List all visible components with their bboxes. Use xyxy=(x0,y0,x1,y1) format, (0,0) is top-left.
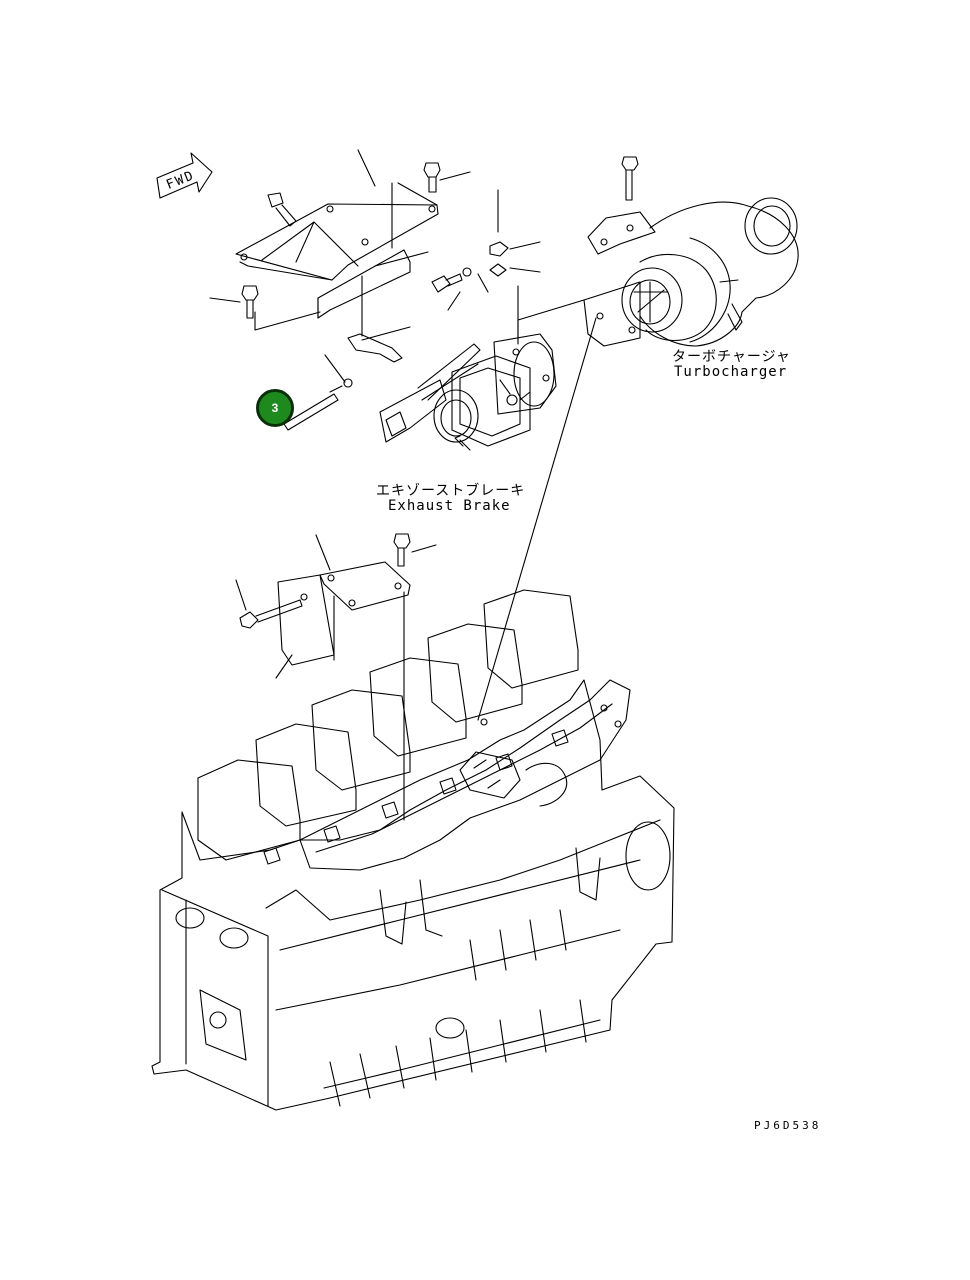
turbocharger xyxy=(583,197,799,347)
brake-bracket xyxy=(347,333,403,363)
bolt-middle xyxy=(431,273,463,293)
upper-cover-plate xyxy=(235,203,439,319)
lower-bolt-vertical xyxy=(393,533,411,567)
bolt-top-left xyxy=(267,192,297,227)
bolt-top-center xyxy=(423,162,441,193)
part-callout-marker[interactable]: 3 xyxy=(256,389,294,427)
drawing-code: PJ6D538 xyxy=(754,1119,822,1132)
turbo-bracket xyxy=(587,156,656,255)
callout-number: 3 xyxy=(271,401,279,415)
bolt-left xyxy=(241,285,259,319)
long-bolt xyxy=(283,378,353,431)
lower-bolt-angled xyxy=(239,599,303,629)
lower-heat-shield xyxy=(235,534,437,821)
engine-block xyxy=(151,589,675,1111)
turbocharger-label-jp: ターボチャージャ xyxy=(672,349,791,365)
exhaust-brake-label-en: Exhaust Brake xyxy=(388,498,511,514)
arrow-leaders xyxy=(454,299,597,721)
exhaust-brake-label-jp: エキゾーストブレーキ xyxy=(376,483,526,499)
turbocharger-label-en: Turbocharger xyxy=(674,364,788,380)
fwd-arrow-icon xyxy=(156,152,213,199)
exhaust-brake xyxy=(379,333,557,447)
nut-washer xyxy=(462,241,509,277)
leader-lines xyxy=(209,149,541,383)
